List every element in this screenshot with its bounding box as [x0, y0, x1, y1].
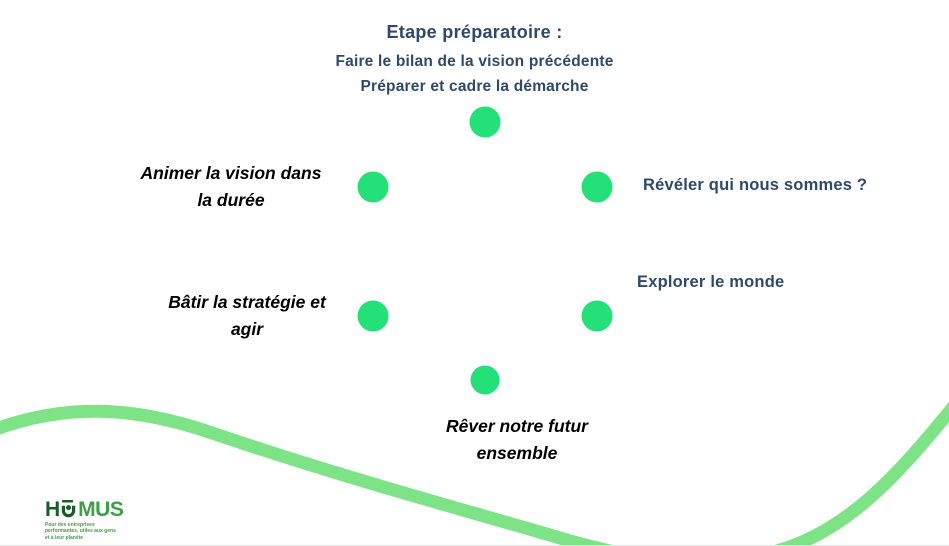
- humus-wordmark: H MUS: [45, 498, 124, 521]
- tagline-line: et à leur planète: [45, 534, 84, 541]
- wave-curve: [0, 401, 949, 545]
- label-line: agir: [230, 319, 264, 339]
- label-line: la durée: [197, 190, 265, 210]
- dot-reveler-icon: [581, 171, 613, 203]
- label-rever: Rêver notre futur ensemble: [402, 413, 632, 467]
- dot-batir-icon: [357, 300, 389, 332]
- tagline-line: Pour des entreprises: [45, 522, 95, 528]
- label-explorer: Explorer le monde: [637, 273, 785, 291]
- step-title-preparatoire: Etape préparatoire : Faire le bilan de l…: [0, 22, 949, 99]
- dot-etape-preparatoire-icon: [469, 106, 501, 138]
- logo-tagline: Pour des entreprises performantes, utile…: [45, 522, 123, 541]
- logo-letters-mus: MUS: [78, 498, 124, 521]
- tagline-line: performantes, utiles aux gens: [45, 528, 116, 535]
- label-animer: Animer la vision dans la durée: [116, 160, 346, 214]
- humus-logo: H MUS Pour des entreprises performantes,…: [45, 498, 124, 541]
- dot-explorer-icon: [581, 300, 613, 332]
- title-line-2: Préparer et cadre la démarche: [360, 78, 589, 95]
- dot-animer-icon: [357, 171, 389, 203]
- label-line: Rêver notre futur: [446, 416, 588, 436]
- label-batir: Bâtir la stratégie et agir: [132, 289, 362, 343]
- title-line-1: Faire le bilan de la vision précédente: [335, 53, 614, 70]
- logo-letter-h: H: [45, 498, 60, 521]
- label-reveler: Révéler qui nous sommes ?: [643, 176, 868, 194]
- label-line: Bâtir la stratégie et: [168, 292, 326, 312]
- label-line: Animer la vision dans: [140, 163, 322, 183]
- label-line: ensemble: [476, 443, 558, 463]
- title-heading: Etape préparatoire :: [386, 22, 563, 42]
- dot-rever-icon: [470, 365, 500, 395]
- smiley-u-icon: [61, 500, 76, 518]
